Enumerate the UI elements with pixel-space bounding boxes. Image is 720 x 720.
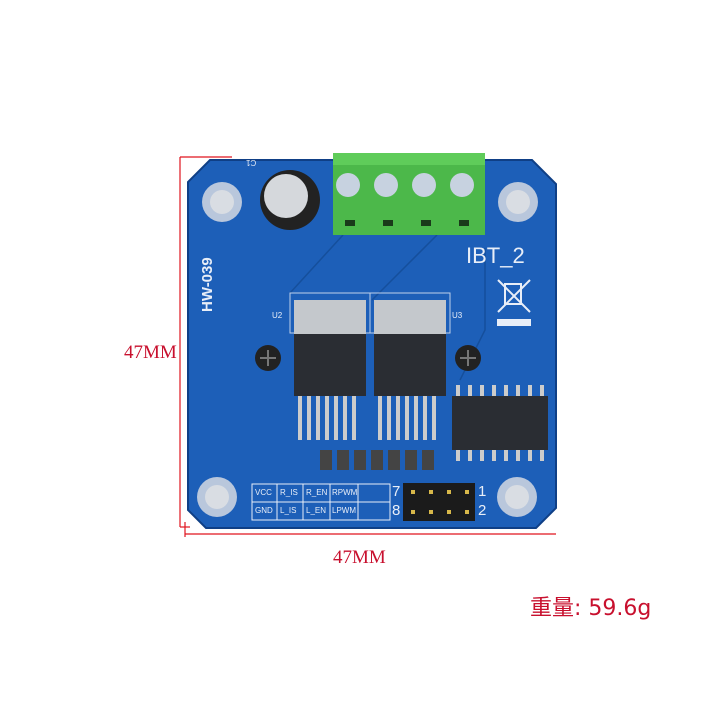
header-number-7: 7 <box>392 483 401 500</box>
board-name-label: IBT_2 <box>466 243 525 268</box>
screw-terminal <box>333 153 485 235</box>
header-number-2: 2 <box>478 502 487 519</box>
driver-chips <box>289 292 548 461</box>
weight-label: 重量: <box>530 596 582 621</box>
dimension-lines <box>179 156 556 537</box>
pin-label-l-en: L_EN <box>306 506 327 515</box>
width-dimension-label: 47MM <box>333 547 386 568</box>
capacitor-label: C1 <box>246 158 257 167</box>
header-number-1: 1 <box>478 483 487 500</box>
mounting-holes <box>197 182 538 517</box>
capacitor-c1 <box>260 170 320 230</box>
resistors <box>320 450 434 470</box>
pin-label-r-en: R_EN <box>306 488 328 497</box>
pin-label-rpwm: RPWM <box>332 488 358 497</box>
pin-label-l-is: L_IS <box>280 506 297 515</box>
header-number-8: 8 <box>392 502 401 519</box>
weee-icon <box>497 279 531 326</box>
model-label: HW-039 <box>199 257 216 312</box>
pin-label-r-is: R_IS <box>280 488 298 497</box>
u2-label: U2 <box>272 311 283 320</box>
height-dimension-label: 47MM <box>124 342 177 363</box>
pin-label-lpwm: LPWM <box>332 506 356 515</box>
weight-value: 59.6g <box>588 596 652 621</box>
u3-label: U3 <box>452 311 463 320</box>
weight-text: 重量: 59.6g <box>530 590 651 622</box>
pin-label-vcc: VCC <box>255 488 272 497</box>
screws <box>255 345 481 371</box>
pin-header[interactable] <box>403 483 475 521</box>
pin-label-gnd: GND <box>255 506 273 515</box>
